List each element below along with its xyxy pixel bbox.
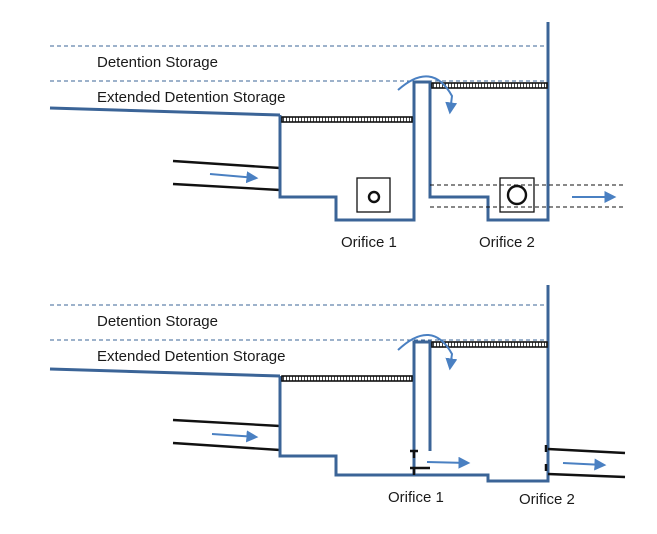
outlet-box-wall [414, 285, 550, 483]
orifice-2-label: Orifice 2 [479, 234, 535, 251]
overflow-arrow [397, 75, 458, 115]
inflow-arrow [209, 171, 259, 184]
embankment-slope [49, 106, 281, 117]
orifice-1-flow-arrow [426, 456, 471, 469]
overflow-arrow [397, 333, 458, 371]
detention-storage-label: Detention Storage [97, 313, 218, 330]
top-panel: Detention Storage Extended Detention Sto… [49, 22, 625, 251]
outlet-pipe-bottom [547, 472, 626, 479]
outlet-pipe-top [547, 447, 626, 455]
inflow-pipe-top [172, 418, 281, 428]
orifice-1-label: Orifice 1 [388, 489, 444, 506]
outlet-box-grate [431, 341, 548, 348]
orifice-1-label: Orifice 1 [341, 234, 397, 251]
orifice-2-opening [506, 184, 528, 206]
extended-detention-storage-label: Extended Detention Storage [97, 89, 285, 106]
orifice-2-label: Orifice 2 [519, 491, 575, 508]
orifice-1-plate [356, 177, 391, 213]
forebay-grate [281, 375, 413, 382]
forebay-chamber-wall [278, 22, 550, 222]
forebay-grate [281, 116, 413, 123]
forebay-chamber-wall [278, 340, 432, 477]
orifice-1-opening [367, 190, 381, 204]
orifice-2-plate [499, 177, 535, 213]
detention-storage-label: Detention Storage [97, 54, 218, 71]
extended-detention-storage-label: Extended Detention Storage [97, 348, 285, 365]
inflow-pipe-bottom [172, 441, 281, 452]
inflow-pipe-bottom [172, 182, 281, 192]
inflow-arrow [211, 430, 259, 443]
orifice-1-marker [410, 449, 430, 475]
outflow-arrow [562, 458, 607, 471]
outlet-box-grate [431, 82, 548, 89]
embankment-slope [49, 367, 281, 378]
inflow-pipe-top [172, 159, 281, 170]
bottom-panel: Detention Storage Extended Detention Sto… [49, 285, 626, 508]
